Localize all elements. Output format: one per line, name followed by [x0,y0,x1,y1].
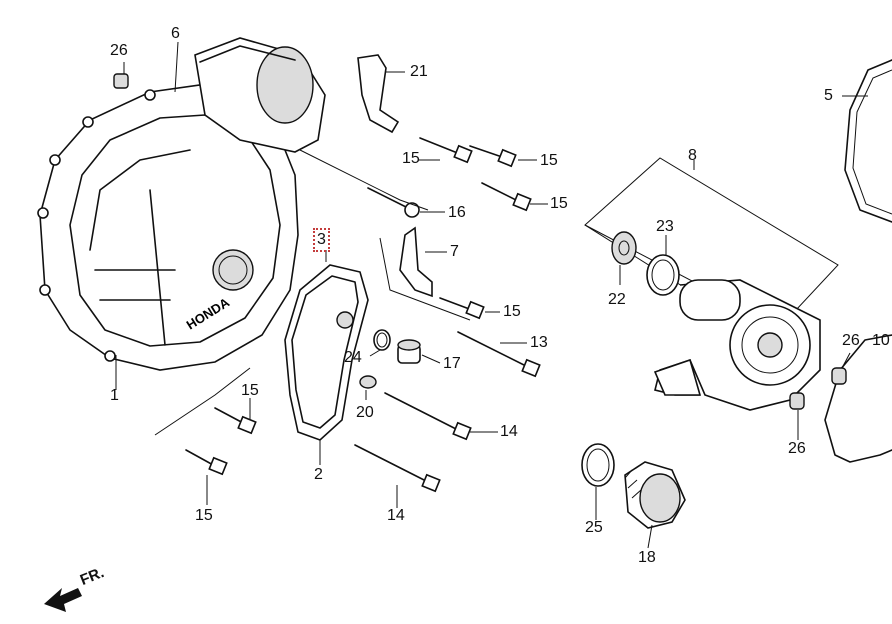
bolts-group [185,137,541,493]
callout-1[interactable]: 1 [110,387,119,404]
callout-15[interactable]: 15 [195,507,213,524]
drain-plug-part-18[interactable] [624,461,686,529]
callout-14[interactable]: 14 [500,423,518,440]
callout-6[interactable]: 6 [171,25,180,42]
left-crankcase-cover[interactable]: HONDA [37,84,299,371]
callout-7[interactable]: 7 [450,243,459,260]
callout-14[interactable]: 14 [387,507,405,524]
gasket-part-10[interactable] [824,334,892,463]
callout-8[interactable]: 8 [688,147,697,164]
leader-lines-left [115,41,548,508]
plug-part-17[interactable] [397,339,421,364]
callout-15[interactable]: 15 [402,150,420,167]
callout-15[interactable]: 15 [540,152,558,169]
callout-22[interactable]: 22 [608,291,626,308]
callout-26[interactable]: 26 [788,440,806,457]
callout-18[interactable]: 18 [638,549,656,566]
callout-24[interactable]: 24 [344,349,362,366]
callout-25[interactable]: 25 [585,519,603,536]
leader-lines-right [595,95,868,549]
small-cover-part-2[interactable] [284,264,369,441]
callout-23[interactable]: 23 [656,218,674,235]
callout-3-selected[interactable]: 3 [313,228,330,252]
callout-26[interactable]: 26 [842,332,860,349]
callout-10[interactable]: 10 [872,332,890,349]
dowel-pin-26-right-b[interactable] [789,392,805,410]
front-direction-arrow-icon [44,588,82,612]
callout-16[interactable]: 16 [448,204,466,221]
callout-21[interactable]: 21 [410,63,428,80]
callout-26[interactable]: 26 [110,42,128,59]
callout-13[interactable]: 13 [530,334,548,351]
water-pump-assembly[interactable] [584,157,839,411]
gasket-part-6[interactable] [194,37,326,153]
washer-part-20[interactable] [359,375,377,389]
callout-2[interactable]: 2 [314,466,323,483]
dowel-pin-26-left[interactable] [113,73,129,89]
callout-15[interactable]: 15 [241,382,259,399]
callout-15[interactable]: 15 [550,195,568,212]
gasket-part-5[interactable] [844,59,892,223]
callout-5[interactable]: 5 [824,87,833,104]
callout-17[interactable]: 17 [443,355,461,372]
callout-20[interactable]: 20 [356,404,374,421]
dowel-pin-26-right-a[interactable] [831,367,847,385]
clamp-part-21[interactable] [357,54,400,134]
bracket-part-7[interactable] [399,226,433,298]
callout-15[interactable]: 15 [503,303,521,320]
